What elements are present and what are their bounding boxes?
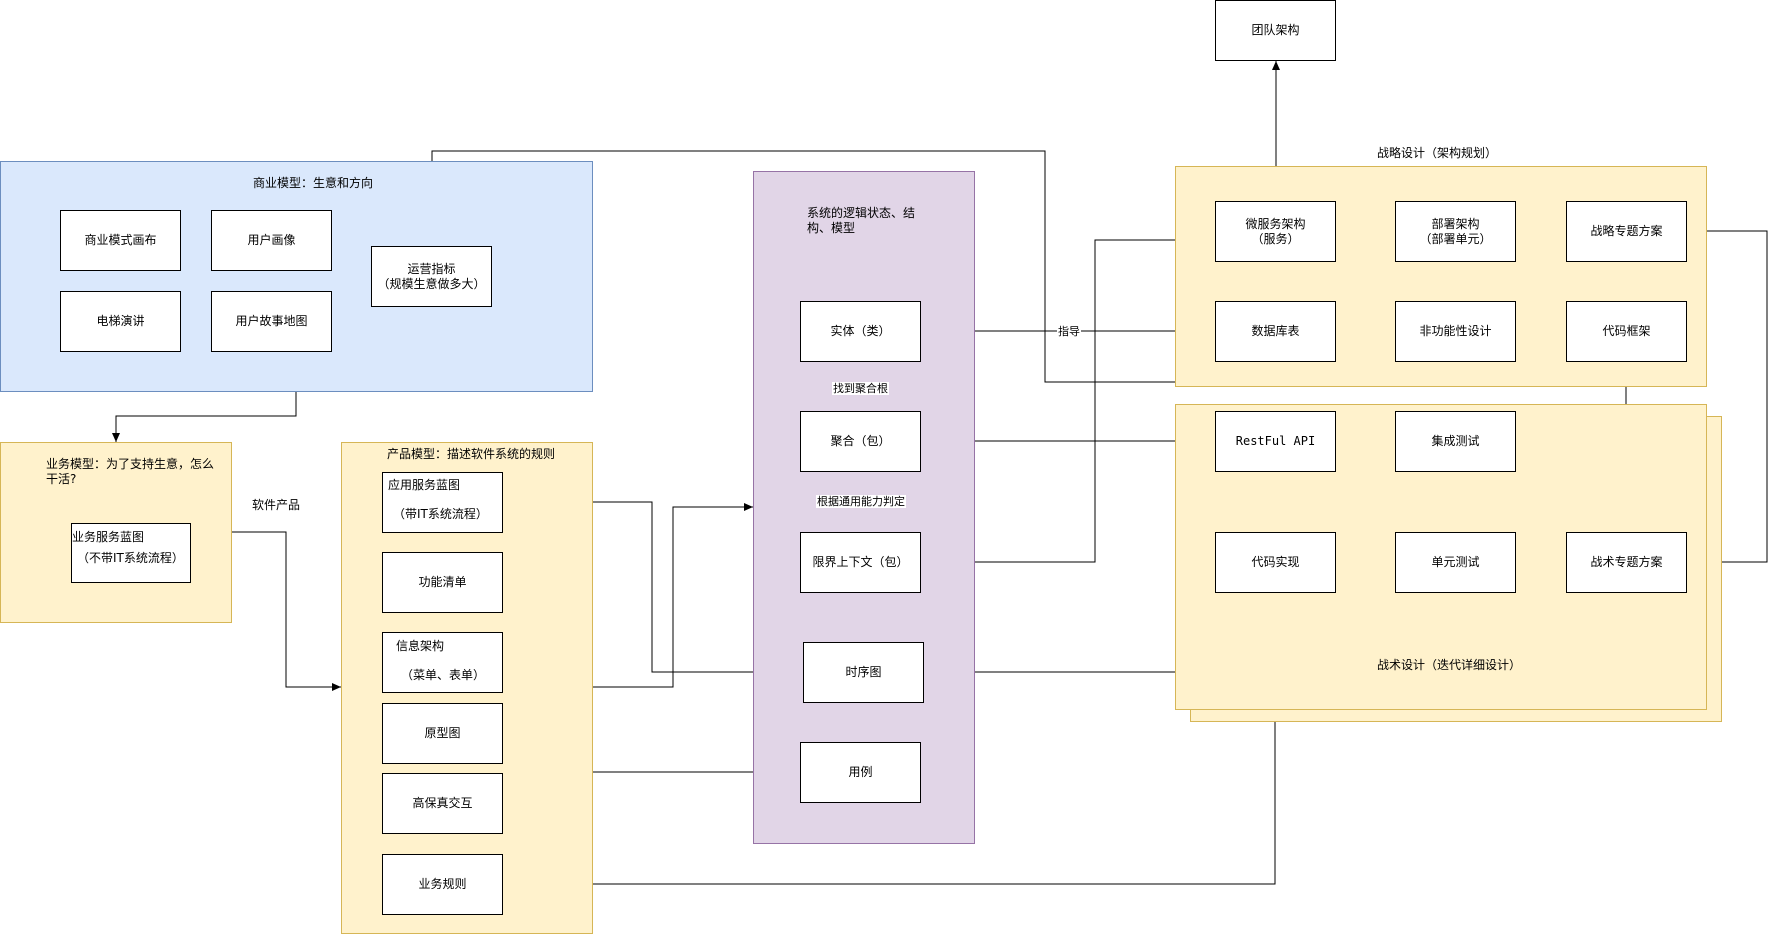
service-blueprint-line2: （不带IT系统流程） <box>77 551 184 565</box>
ops-metrics-line2: （规模生意做多大） <box>377 276 486 291</box>
by-capability-edge-label: 根据通用能力判定 <box>816 495 906 508</box>
sequence-diagram-label: 时序图 <box>845 665 882 679</box>
edge-product-to-system <box>593 503 753 688</box>
elevator-pitch-label: 电梯演讲 <box>96 314 145 328</box>
aggregate-label: 聚合（包） <box>830 434 891 448</box>
user-persona-node[interactable]: 用户画像 <box>211 210 332 271</box>
db-table-label: 数据库表 <box>1251 324 1300 338</box>
bounded-context-label: 限界上下文（包） <box>812 555 909 569</box>
prototype-label: 原型图 <box>424 726 461 740</box>
hifi-interaction-node[interactable]: 高保真交互 <box>382 773 503 834</box>
business-rules-node[interactable]: 业务规则 <box>382 854 503 915</box>
business-rules-label: 业务规则 <box>418 877 467 891</box>
tactical-plan-label: 战术专题方案 <box>1590 555 1663 569</box>
app-blueprint-line2: （带IT系统流程） <box>393 507 488 521</box>
ops-metrics-line1: 运营指标 <box>407 261 456 276</box>
edge-business-to-operations <box>112 392 297 442</box>
nonfunctional-label: 非功能性设计 <box>1419 324 1492 338</box>
prototype-node[interactable]: 原型图 <box>382 703 503 764</box>
unit-test-label: 单元测试 <box>1431 555 1480 569</box>
find-aggregate-root-edge-label: 找到聚合根 <box>832 382 889 395</box>
strategic-plan-node[interactable]: 战略专题方案 <box>1566 201 1687 262</box>
entity-label: 实体（类） <box>830 324 891 338</box>
app-blueprint-node[interactable]: 应用服务蓝图 （带IT系统流程） <box>382 472 503 533</box>
business-canvas-label: 商业模式画布 <box>84 233 157 247</box>
edge-service-blueprint-to-product <box>232 531 341 691</box>
use-case-node[interactable]: 用例 <box>800 742 921 803</box>
code-framework-label: 代码框架 <box>1602 324 1651 338</box>
microservice-arch-node[interactable]: 微服务架构 （服务） <box>1215 201 1336 262</box>
integration-test-label: 集成测试 <box>1431 434 1480 448</box>
elevator-pitch-node[interactable]: 电梯演讲 <box>60 291 181 352</box>
code-framework-node[interactable]: 代码框架 <box>1566 301 1687 362</box>
tactical-plan-node[interactable]: 战术专题方案 <box>1566 532 1687 593</box>
operations-model-title: 业务模型：为了支持生意，怎么干活? <box>46 457 215 486</box>
aggregate-node[interactable]: 聚合（包） <box>800 411 921 472</box>
tactical-design-title: 战术设计（迭代详细设计） <box>1377 658 1522 672</box>
ops-metrics-node[interactable]: 运营指标 （规模生意做多大） <box>371 246 492 307</box>
team-structure-node[interactable]: 团队架构 <box>1215 0 1336 61</box>
business-model-container <box>0 161 593 392</box>
service-blueprint-node[interactable]: 业务服务蓝图 （不带IT系统流程） <box>71 523 191 583</box>
strategic-design-title: 战略设计（架构规划） <box>1377 146 1498 160</box>
info-arch-line1: 信息架构 <box>396 639 445 653</box>
business-model-title: 商业模型：生意和方向 <box>253 176 374 190</box>
db-table-node[interactable]: 数据库表 <box>1215 301 1336 362</box>
code-impl-node[interactable]: 代码实现 <box>1215 532 1336 593</box>
edge-bounded-context-to-microservice <box>921 236 1215 563</box>
microservice-arch-line1: 微服务架构 <box>1245 216 1306 231</box>
restful-api-node[interactable]: RestFul API <box>1215 411 1336 472</box>
microservice-arch-line2: （服务） <box>1251 231 1300 246</box>
deploy-arch-node[interactable]: 部署架构 （部署单元） <box>1395 201 1516 262</box>
integration-test-node[interactable]: 集成测试 <box>1395 411 1516 472</box>
deploy-arch-line2: （部署单元） <box>1419 231 1492 246</box>
user-story-map-node[interactable]: 用户故事地图 <box>211 291 332 352</box>
feature-list-node[interactable]: 功能清单 <box>382 552 503 613</box>
product-model-title: 产品模型：描述软件系统的规则 <box>387 447 556 461</box>
entity-node[interactable]: 实体（类） <box>800 301 921 362</box>
service-blueprint-line1: 业务服务蓝图 <box>72 530 145 544</box>
unit-test-node[interactable]: 单元测试 <box>1395 532 1516 593</box>
system-model-title: 系统的逻辑状态、结构、模型 <box>807 206 916 235</box>
info-arch-line2: （菜单、表单） <box>401 668 486 682</box>
strategic-plan-label: 战略专题方案 <box>1590 224 1663 238</box>
app-blueprint-line1: 应用服务蓝图 <box>388 478 461 492</box>
bounded-context-node[interactable]: 限界上下文（包） <box>800 532 921 593</box>
software-product-edge-label: 软件产品 <box>252 498 301 512</box>
nonfunctional-node[interactable]: 非功能性设计 <box>1395 301 1516 362</box>
code-impl-label: 代码实现 <box>1251 555 1300 569</box>
info-arch-node[interactable]: 信息架构 （菜单、表单） <box>382 632 503 693</box>
edge-strategic-to-tactical-plan <box>1687 230 1768 566</box>
feature-list-label: 功能清单 <box>418 575 467 589</box>
hifi-interaction-label: 高保真交互 <box>412 796 473 810</box>
user-persona-label: 用户画像 <box>247 233 296 247</box>
team-structure-label: 团队架构 <box>1251 23 1300 37</box>
guide-edge-label: 指导 <box>1057 325 1081 338</box>
sequence-diagram-node[interactable]: 时序图 <box>803 642 924 703</box>
use-case-label: 用例 <box>848 765 873 779</box>
deploy-arch-line1: 部署架构 <box>1431 216 1480 231</box>
restful-api-label: RestFul API <box>1235 434 1316 448</box>
user-story-map-label: 用户故事地图 <box>235 314 308 328</box>
business-canvas-node[interactable]: 商业模式画布 <box>60 210 181 271</box>
